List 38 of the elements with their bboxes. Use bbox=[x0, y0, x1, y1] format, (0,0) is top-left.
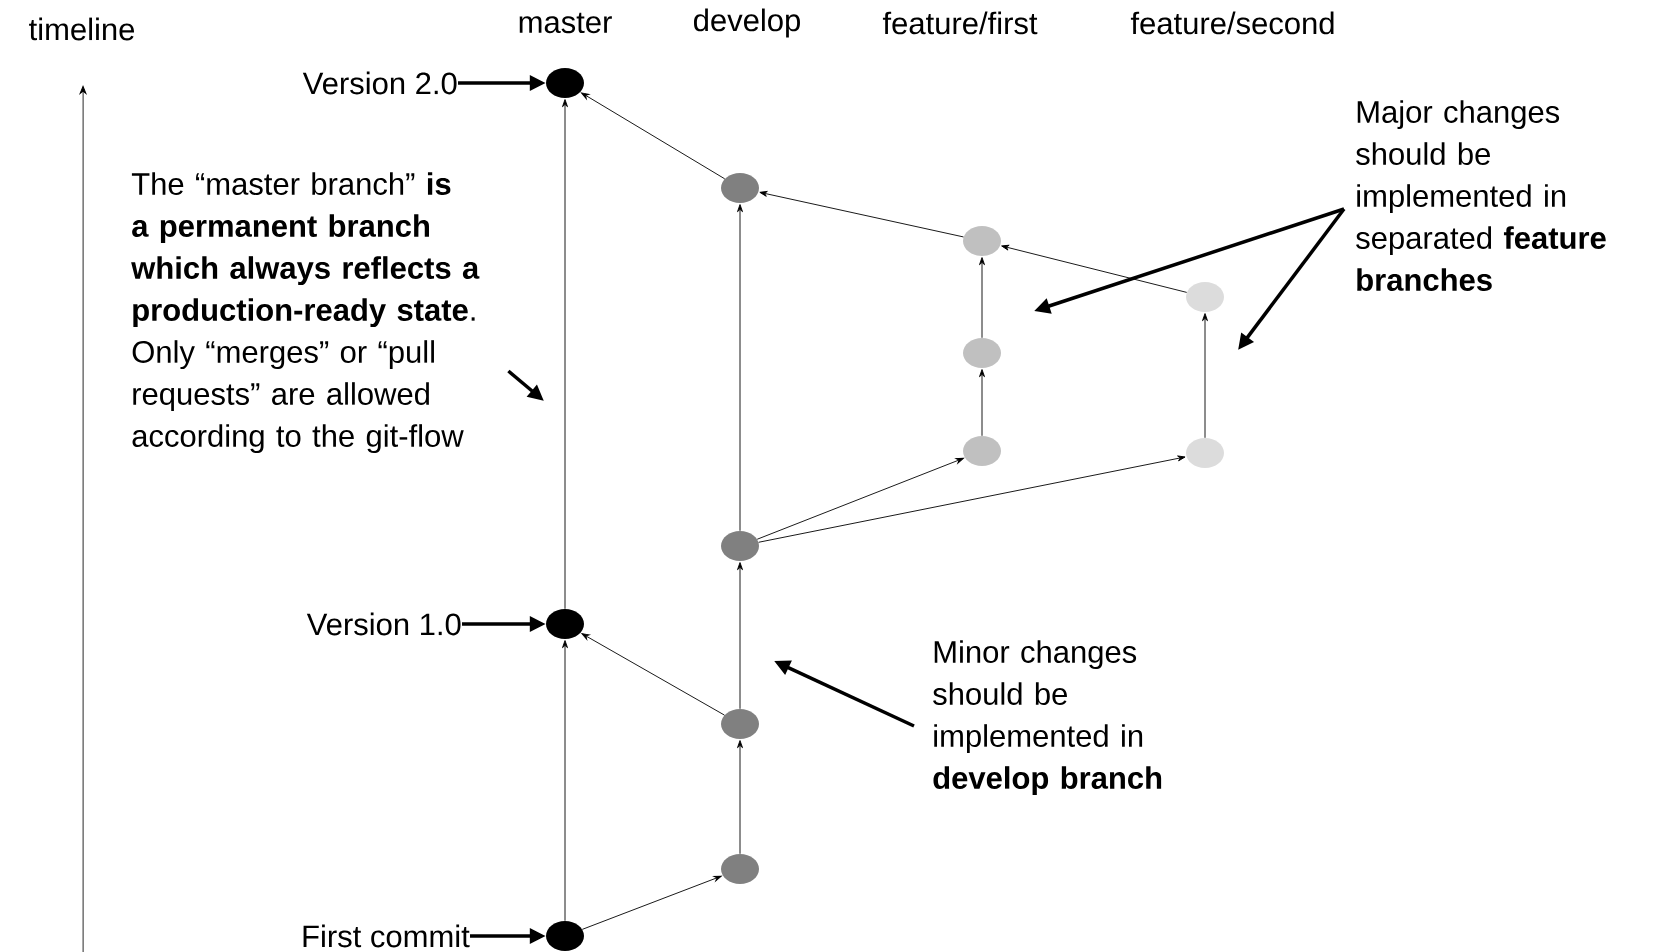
commit-dot bbox=[721, 173, 759, 203]
callout-text: The “master branch” is a permanent branch which always reflects a production-ready state. Only “merges” or “pull requests” are allowed according to the git-flow bbox=[131, 172, 480, 454]
commit-dot bbox=[1186, 438, 1224, 468]
commit-dot bbox=[963, 436, 1001, 466]
column-header: master bbox=[519, 12, 612, 34]
commit-arrow bbox=[756, 457, 964, 540]
commit-arrow bbox=[979, 369, 985, 437]
commit-dot bbox=[546, 921, 584, 951]
version-label: Version 2.0 bbox=[302, 71, 457, 95]
commit-dot bbox=[546, 68, 584, 98]
callout-text: Major changes should be implemented in separated feature branches bbox=[1356, 100, 1606, 291]
commit-arrow bbox=[979, 257, 985, 339]
commit-arrow bbox=[759, 190, 964, 238]
column-header: feature/first bbox=[882, 11, 1038, 35]
version-label: Version 1.0 bbox=[306, 612, 461, 636]
commit-arrow bbox=[737, 740, 743, 855]
commit-dot bbox=[1186, 282, 1224, 312]
commit-arrow bbox=[758, 455, 1186, 543]
commit-arrow bbox=[1202, 313, 1208, 439]
commit-arrow bbox=[581, 875, 722, 930]
callout-text: Minor changes should be implemented in develop branch bbox=[933, 640, 1162, 796]
commit-dot bbox=[546, 609, 584, 639]
column-header: develop bbox=[694, 8, 800, 38]
commit-arrow bbox=[562, 99, 568, 610]
commit-arrow bbox=[581, 633, 725, 716]
axis-label: timeline bbox=[29, 17, 135, 41]
commit-dot bbox=[721, 854, 759, 884]
commit-label: First commit bbox=[303, 924, 470, 948]
commit-dot bbox=[963, 338, 1001, 368]
commit-arrow bbox=[737, 204, 743, 532]
commit-dot bbox=[963, 226, 1001, 256]
commit-dot bbox=[721, 531, 759, 561]
commit-arrow bbox=[581, 92, 726, 180]
column-header: feature/second bbox=[1130, 11, 1334, 35]
commit-arrow bbox=[1001, 244, 1188, 293]
commit-arrow bbox=[737, 562, 743, 710]
commit-arrow bbox=[562, 640, 568, 922]
commit-dot bbox=[721, 709, 759, 739]
